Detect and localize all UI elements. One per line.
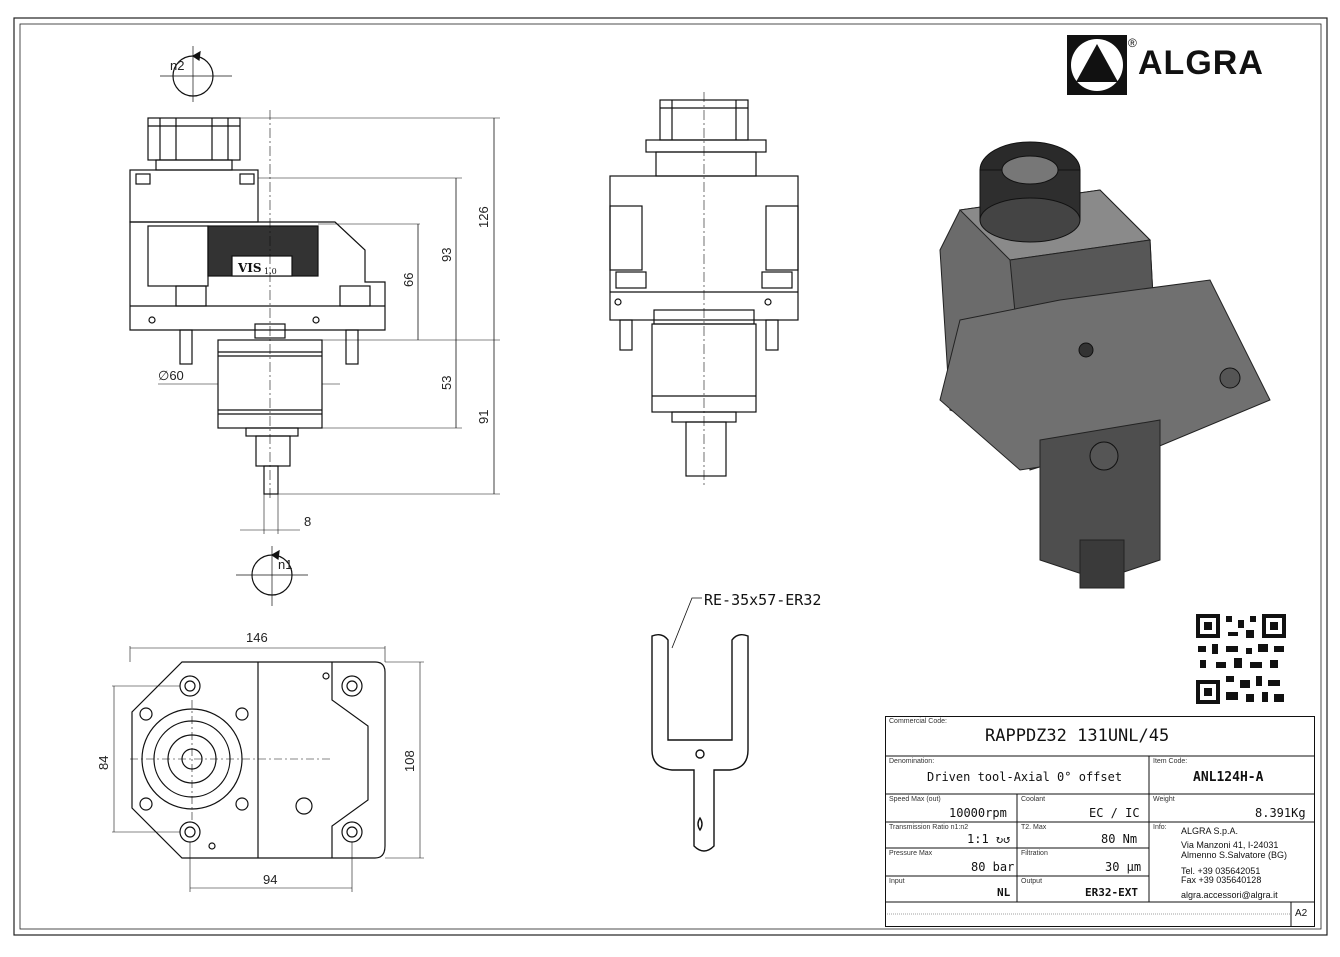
denomination: Driven tool-Axial 0° offset [927, 770, 1123, 784]
dim-53: 53 [439, 376, 454, 390]
coolant-value: EC / IC [1089, 806, 1140, 820]
isometric-render [939, 141, 1271, 589]
sheet-border [13, 17, 1328, 936]
ratio-label: Transmission Ratio n1:n2 [889, 824, 969, 831]
title-block-grid [885, 716, 1315, 927]
dim-94: 94 [263, 872, 277, 887]
front-view [129, 46, 500, 606]
dim-91: 91 [476, 410, 491, 424]
filtration-value: 30 µm [1105, 860, 1142, 874]
weight-label: Weight [1153, 796, 1175, 803]
dim-108: 108 [402, 750, 417, 772]
output-label: Output [1021, 878, 1043, 885]
wrench-label: RE-35x57-ER32 [704, 591, 821, 609]
label-n2: n2 [170, 58, 184, 73]
brand-name: ALGRA [1138, 44, 1264, 82]
registered-mark: ® [1128, 36, 1137, 50]
dim-66: 66 [401, 273, 416, 287]
info-email[interactable]: algra.accessori@algra.it [1181, 890, 1278, 900]
torque-label: T2. Max [1021, 824, 1047, 831]
algra-logo: ® ALGRA [1066, 34, 1306, 96]
speed-label: Speed Max (out) [889, 796, 941, 803]
ratio-value: 1:1 ↻↺ [967, 832, 1011, 846]
algra-logo-mark [1067, 35, 1127, 95]
speed-value: 10000rpm [949, 806, 1007, 820]
side-view [609, 92, 799, 488]
dim-126: 126 [476, 206, 491, 228]
info-tel: Tel. +39 035642051 [1181, 866, 1261, 876]
coolant-label: Coolant [1021, 796, 1046, 803]
body-marking: VIS [237, 261, 262, 275]
title-block: Commercial Code: RAPPDZ32 131UNL/45 Deno… [885, 716, 1315, 927]
bottom-view [112, 646, 424, 892]
sheet-inner-border [19, 23, 1322, 930]
output-value: ER32-EXT [1085, 886, 1138, 899]
sheet-size: A2 [1295, 908, 1308, 919]
info-label: Info: [1153, 824, 1167, 831]
filtration-label: Filtration [1021, 850, 1048, 857]
item-code: ANL124H-A [1193, 770, 1264, 785]
denomination-label: Denomination: [889, 758, 935, 765]
input-value: NL [997, 886, 1011, 899]
info-address-1: Via Manzoni 41, I-24031 [1181, 840, 1279, 850]
info-company: ALGRA S.p.A. [1181, 826, 1239, 836]
dim-146: 146 [246, 630, 268, 645]
item-code-label: Item Code: [1153, 758, 1188, 765]
dim-diameter-60: ∅60 [158, 368, 184, 383]
body-marking-sub: 1.0 [264, 267, 277, 276]
info-address-2: Almenno S.Salvatore (BG) [1181, 850, 1288, 860]
dim-8: 8 [304, 514, 311, 529]
torque-value: 80 Nm [1101, 832, 1138, 846]
dim-93: 93 [439, 248, 454, 262]
input-label: Input [889, 878, 905, 885]
commercial-code-label: Commercial Code: [889, 718, 947, 725]
weight-value: 8.391Kg [1255, 806, 1306, 820]
qr-code [1196, 614, 1286, 704]
pressure-label: Pressure Max [889, 850, 933, 857]
wrench-drawing [651, 597, 749, 852]
commercial-code: RAPPDZ32 131UNL/45 [985, 726, 1170, 746]
label-n1: n1 [278, 557, 292, 572]
info-fax: Fax +39 035640128 [1181, 875, 1262, 885]
pressure-value: 80 bar [971, 860, 1015, 874]
dim-84: 84 [96, 756, 111, 770]
